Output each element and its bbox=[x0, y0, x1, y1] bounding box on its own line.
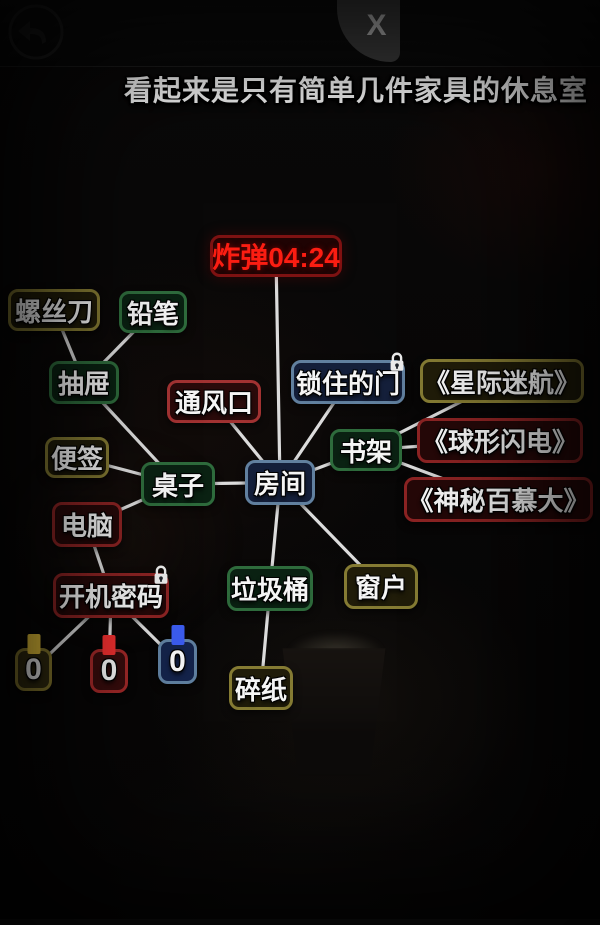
node-label: 开机密码 bbox=[58, 582, 163, 612]
counter-value: 0 bbox=[100, 654, 118, 687]
node-screwdriver[interactable]: 螺丝刀 bbox=[8, 289, 100, 331]
counter-color-tab bbox=[27, 634, 40, 654]
top-bar bbox=[0, 0, 600, 66]
node-label: 桌子 bbox=[151, 470, 204, 501]
node-label: 通风口 bbox=[174, 388, 253, 418]
node-label: 抽屉 bbox=[57, 369, 110, 399]
node-book-star-trek[interactable]: 《星际迷航》 bbox=[420, 359, 584, 403]
node-book-ball-lightning[interactable]: 《球形闪电》 bbox=[417, 418, 583, 463]
counter-blue[interactable]: 0 bbox=[158, 625, 197, 684]
node-locked-door[interactable]: 锁住的门 bbox=[291, 352, 405, 404]
counter-color-tab bbox=[171, 625, 184, 645]
node-bomb-timer[interactable]: 炸弹04:24 bbox=[210, 235, 342, 277]
back-arrow-icon bbox=[6, 4, 66, 65]
node-bookshelf[interactable]: 书架 bbox=[330, 429, 402, 471]
node-computer[interactable]: 电脑 bbox=[52, 502, 122, 547]
close-x-label: X bbox=[366, 9, 387, 42]
counter-red[interactable]: 0 bbox=[90, 635, 128, 693]
scene-description: 看起来是只有简单几件家具的休息室 bbox=[123, 75, 588, 106]
node-label: 铅笔 bbox=[126, 298, 179, 329]
node-vent[interactable]: 通风口 bbox=[167, 380, 261, 423]
node-drawer[interactable]: 抽屉 bbox=[49, 361, 119, 404]
bottom-strip bbox=[0, 919, 600, 925]
node-label: 《神秘百慕大》 bbox=[407, 486, 590, 516]
node-shredded-paper[interactable]: 碎纸 bbox=[229, 666, 293, 710]
node-label: 《球形闪电》 bbox=[421, 427, 578, 457]
top-bar-divider bbox=[0, 66, 600, 67]
node-label: 螺丝刀 bbox=[14, 296, 93, 327]
lock-icon bbox=[386, 349, 408, 371]
node-label: 垃圾桶 bbox=[230, 575, 309, 605]
lock-icon bbox=[150, 562, 172, 584]
node-label: 便签 bbox=[50, 444, 103, 474]
node-pencil[interactable]: 铅笔 bbox=[119, 291, 187, 333]
node-room[interactable]: 房间 bbox=[245, 460, 315, 505]
node-label: 房间 bbox=[253, 469, 306, 499]
node-label: 碎纸 bbox=[234, 674, 287, 705]
node-trash-can[interactable]: 垃圾桶 bbox=[227, 566, 313, 611]
node-book-bermuda[interactable]: 《神秘百慕大》 bbox=[404, 477, 593, 522]
node-desk[interactable]: 桌子 bbox=[141, 462, 215, 506]
back-button[interactable] bbox=[6, 2, 66, 62]
node-label: 书架 bbox=[339, 436, 392, 467]
counter-value: 0 bbox=[169, 644, 186, 678]
node-label: 《星际迷航》 bbox=[423, 367, 580, 398]
node-label: 电脑 bbox=[60, 511, 113, 541]
node-sticky-note[interactable]: 便签 bbox=[45, 437, 109, 478]
node-window[interactable]: 窗户 bbox=[344, 564, 418, 609]
counter-color-tab bbox=[102, 635, 116, 655]
node-boot-password[interactable]: 开机密码 bbox=[53, 565, 169, 618]
node-label: 锁住的门 bbox=[295, 368, 400, 399]
node-label: 窗户 bbox=[354, 573, 407, 603]
node-label: 炸弹04:24 bbox=[212, 242, 340, 273]
counter-yellow[interactable]: 0 bbox=[15, 634, 52, 691]
edge-bomb-room bbox=[274, 254, 282, 485]
counter-value: 0 bbox=[25, 652, 42, 686]
